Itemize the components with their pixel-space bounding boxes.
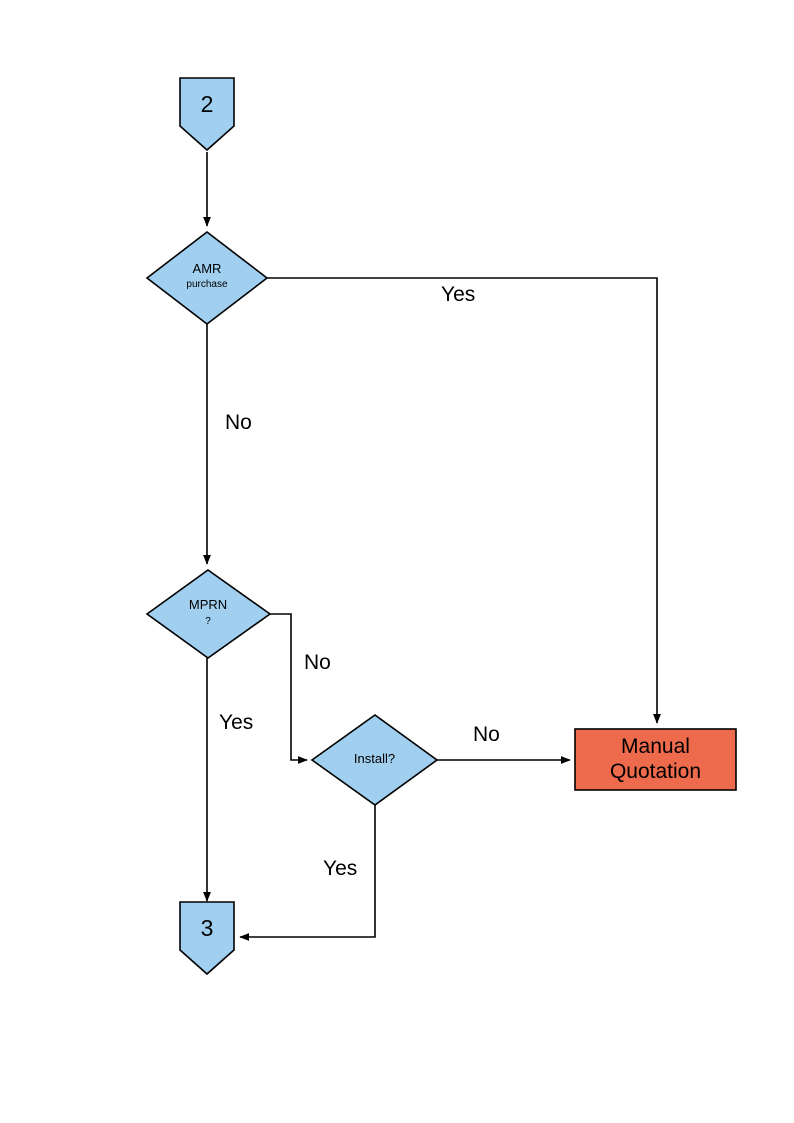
node-amr-purchase[interactable] xyxy=(145,230,269,326)
process-box-shape xyxy=(574,728,737,791)
edge-label-install-yes: Yes xyxy=(323,857,358,880)
node-end-3[interactable] xyxy=(179,901,235,976)
edge-line xyxy=(270,613,308,764)
edge-mprn-no xyxy=(270,613,308,764)
edge-amr-yes xyxy=(267,277,661,724)
node-manual-quotation[interactable] xyxy=(574,728,737,791)
edge-label-install-no: No xyxy=(473,723,500,746)
edge-install-yes xyxy=(239,805,376,941)
edge-line xyxy=(267,277,661,724)
diamond-shape xyxy=(310,714,439,806)
node-start-2[interactable] xyxy=(179,77,235,152)
pentagon-connector-shape xyxy=(179,901,235,976)
pentagon-connector-shape xyxy=(179,77,235,152)
edge-label-mprn-no: No xyxy=(304,651,331,674)
diamond-shape xyxy=(145,230,269,326)
edge-label-amr-yes: Yes xyxy=(441,283,476,306)
edge-label-amr-no: No xyxy=(225,411,252,434)
node-mprn[interactable] xyxy=(145,569,272,659)
edge-line xyxy=(239,805,376,941)
edge-label-mprn-yes: Yes xyxy=(219,711,254,734)
diamond-shape xyxy=(145,569,272,659)
node-install[interactable] xyxy=(310,714,439,806)
